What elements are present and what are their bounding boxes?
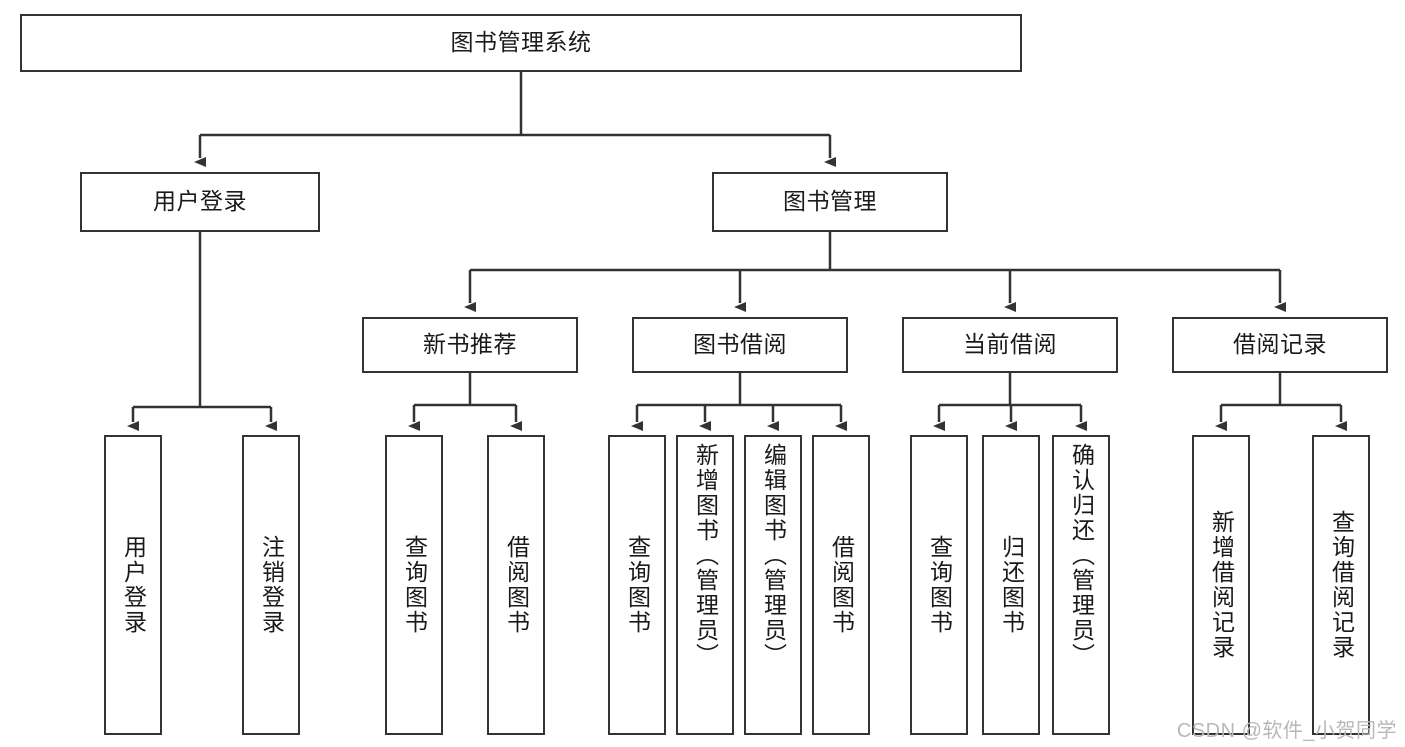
node-level3-current-borrow-label: 当前借阅 [963,331,1057,358]
watermark-text: CSDN @软件_小贺同学 [1176,720,1397,742]
node-level3-book-borrow-label: 图书借阅 [693,331,787,358]
node-leaf-query-books-current-label: 查询图书 [926,535,953,635]
node-level3-new-book-recommend-label: 新书推荐 [423,331,517,358]
node-level3-borrow-records-label: 借阅记录 [1233,331,1327,358]
node-leaf-return-books[interactable]: 归还图书 [982,435,1040,735]
node-leaf-borrow-books-recommend-label: 借阅图书 [503,535,530,635]
node-leaf-query-books-borrow-label: 查询图书 [624,535,651,635]
node-leaf-borrow-books-recommend[interactable]: 借阅图书 [487,435,545,735]
node-leaf-add-book-admin[interactable]: 新增图书（管理员） [676,435,734,735]
node-level3-new-book-recommend[interactable]: 新书推荐 [362,317,578,373]
node-level2-book-management-label: 图书管理 [783,188,877,215]
node-leaf-logout-label: 注销登录 [258,535,285,635]
node-leaf-logout[interactable]: 注销登录 [242,435,300,735]
node-leaf-borrow-books[interactable]: 借阅图书 [812,435,870,735]
node-level3-borrow-records[interactable]: 借阅记录 [1172,317,1388,373]
node-leaf-edit-book-admin-label: 编辑图书（管理员） [760,443,787,668]
node-leaf-add-book-admin-label: 新增图书（管理员） [692,443,719,668]
node-leaf-edit-book-admin[interactable]: 编辑图书（管理员） [744,435,802,735]
node-leaf-borrow-books-label: 借阅图书 [828,535,855,635]
node-leaf-query-borrow-record[interactable]: 查询借阅记录 [1312,435,1370,735]
node-leaf-query-books-current[interactable]: 查询图书 [910,435,968,735]
node-leaf-confirm-return-admin[interactable]: 确认归还（管理员） [1052,435,1110,735]
node-leaf-add-borrow-record-label: 新增借阅记录 [1208,510,1235,660]
node-leaf-user-login-label: 用户登录 [120,535,147,635]
node-leaf-query-books-recommend[interactable]: 查询图书 [385,435,443,735]
node-level2-user-login[interactable]: 用户登录 [80,172,320,232]
node-leaf-user-login[interactable]: 用户登录 [104,435,162,735]
node-level2-user-login-label: 用户登录 [153,188,247,215]
node-leaf-query-books-recommend-label: 查询图书 [401,535,428,635]
node-leaf-confirm-return-admin-label: 确认归还（管理员） [1068,443,1095,668]
node-leaf-query-books-borrow[interactable]: 查询图书 [608,435,666,735]
node-leaf-query-borrow-record-label: 查询借阅记录 [1328,510,1355,660]
node-level3-current-borrow[interactable]: 当前借阅 [902,317,1118,373]
node-root-label: 图书管理系统 [450,29,592,56]
node-leaf-return-books-label: 归还图书 [998,535,1025,635]
node-leaf-add-borrow-record[interactable]: 新增借阅记录 [1192,435,1250,735]
node-root[interactable]: 图书管理系统 [20,14,1022,72]
node-level3-book-borrow[interactable]: 图书借阅 [632,317,848,373]
node-level2-book-management[interactable]: 图书管理 [712,172,948,232]
